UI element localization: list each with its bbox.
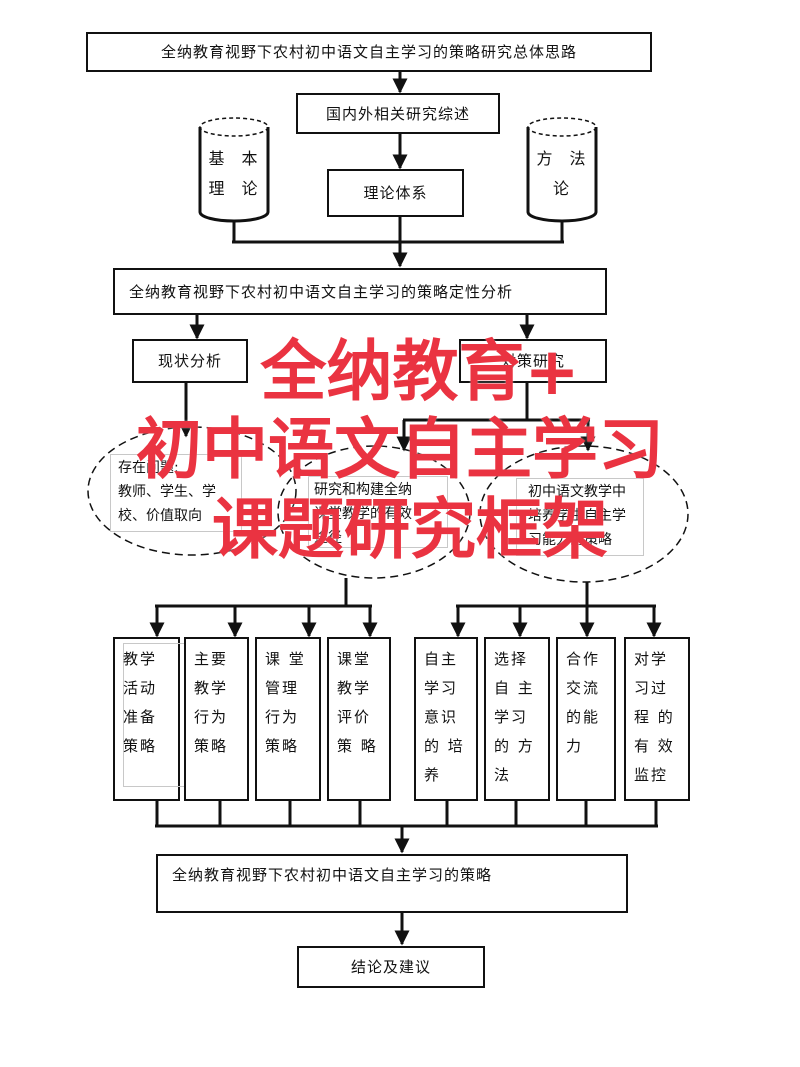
theory-system-box: 理论体系	[327, 169, 464, 217]
ellipse-teaching	[479, 445, 689, 583]
overlay-title-line-2: 初中语文自主学习	[136, 411, 664, 488]
qualitative-analysis-label: 全纳教育视野下农村初中语文自主学习的策略定性分析	[129, 282, 514, 301]
conclusion-box: 结论及建议	[297, 946, 485, 988]
theory-system-label: 理论体系	[363, 184, 428, 202]
strategy-box-classroom-management: 课 堂 管理 行为 策略	[255, 637, 321, 801]
classroom-text-frame	[308, 476, 448, 548]
teaching-text-frame	[516, 478, 644, 556]
problems-text: 存在问题: 教师、学生、学 校、价值取向	[118, 460, 216, 524]
overlay-title-line-3: 课题研究框架	[212, 491, 608, 568]
strategy-box-monitoring: 对学 习过 程 的 有 效 监控	[624, 637, 690, 801]
strategy-summary-label: 全纳教育视野下农村初中语文自主学习的策略	[172, 866, 493, 884]
countermeasure-research-label: 对策研究	[500, 352, 565, 370]
strategy-box-cooperation: 合作 交流 的能 力	[556, 637, 616, 801]
strategy-box-teaching-prep: 教学 活动 准备 策略	[113, 637, 196, 801]
conclusion-label: 结论及建议	[350, 958, 431, 976]
strategy-box-learning-methods: 选择 自 主 学习 的 方 法	[484, 637, 550, 801]
literature-review-label: 国内外相关研究综述	[325, 104, 470, 123]
qualitative-analysis-box: 全纳教育视野下农村初中语文自主学习的策略定性分析	[113, 268, 607, 315]
literature-review-box: 国内外相关研究综述	[296, 93, 500, 134]
overall-approach-title: 全纳教育视野下农村初中语文自主学习的策略研究总体思路	[160, 43, 577, 61]
strategy-box-self-awareness: 自主 学习 意识 的 培 养	[414, 637, 478, 801]
overall-approach-title-box: 全纳教育视野下农村初中语文自主学习的策略研究总体思路	[86, 32, 652, 72]
teaching-text: 初中语文教学中 培养学生自主学 习能力的策略	[528, 484, 626, 548]
status-analysis-label: 现状分析	[157, 352, 222, 370]
strategy-summary-box: 全纳教育视野下农村初中语文自主学习的策略	[156, 854, 628, 913]
status-analysis-box: 现状分析	[132, 339, 248, 383]
strategy-box-evaluation: 课堂 教学 评价 策 略	[327, 637, 391, 801]
countermeasure-research-box: 对策研究	[459, 339, 607, 383]
cylinder-basic-theory	[198, 117, 270, 223]
ellipse-problems	[87, 426, 297, 556]
strategy-box-main-teaching: 主要 教学 行为 策略	[184, 637, 249, 801]
basic-theory-label: 基 本 理 论	[208, 149, 264, 198]
problems-text-frame	[110, 454, 242, 532]
overlay-title-line-1: 全纳教育+	[260, 333, 580, 410]
classroom-text: 研究和构建全纳 课堂教学的有效 途径	[314, 482, 412, 546]
ellipse-classroom	[277, 445, 471, 579]
methodology-label: 方 法 论	[536, 149, 592, 198]
